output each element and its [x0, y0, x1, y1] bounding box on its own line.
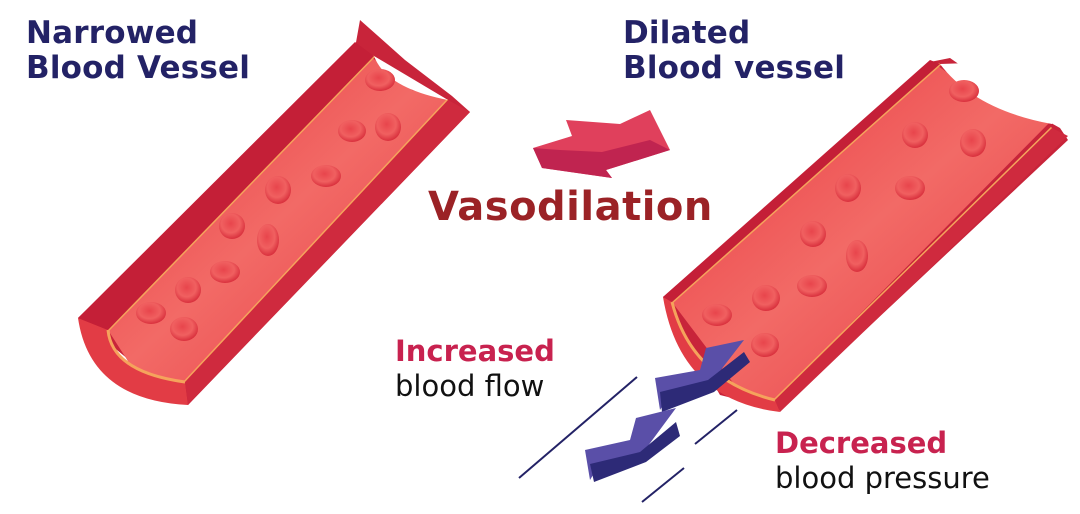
- effect-emphasis: Increased: [395, 334, 555, 368]
- process-title: Vasodilation: [428, 184, 713, 230]
- title-line-1: Narrowed: [26, 15, 199, 51]
- dilated-vessel: [663, 58, 1068, 412]
- title-line-1: Dilated: [623, 15, 751, 51]
- title-line-2: Blood Vessel: [26, 49, 251, 86]
- effect-blood-flow: Increased blood flow: [395, 334, 555, 404]
- effect-text: blood pressure: [775, 460, 990, 495]
- effect-emphasis: Decreased: [775, 426, 948, 460]
- motion-lines: [518, 376, 738, 503]
- dilated-vessel-title: Dilated Blood vessel: [623, 16, 845, 85]
- effect-blood-pressure: Decreased blood pressure: [775, 426, 990, 496]
- narrowed-vessel: [78, 20, 470, 405]
- right-arrow-icon: [533, 110, 670, 178]
- down-left-arrow-icon: [655, 340, 750, 412]
- effect-text: blood flow: [395, 368, 545, 403]
- red-blood-cells: [702, 80, 986, 357]
- narrowed-vessel-title: Narrowed Blood Vessel: [26, 16, 250, 85]
- down-left-arrow-icon: [585, 408, 680, 482]
- title-line-2: Blood vessel: [623, 49, 846, 86]
- red-blood-cells: [136, 69, 401, 341]
